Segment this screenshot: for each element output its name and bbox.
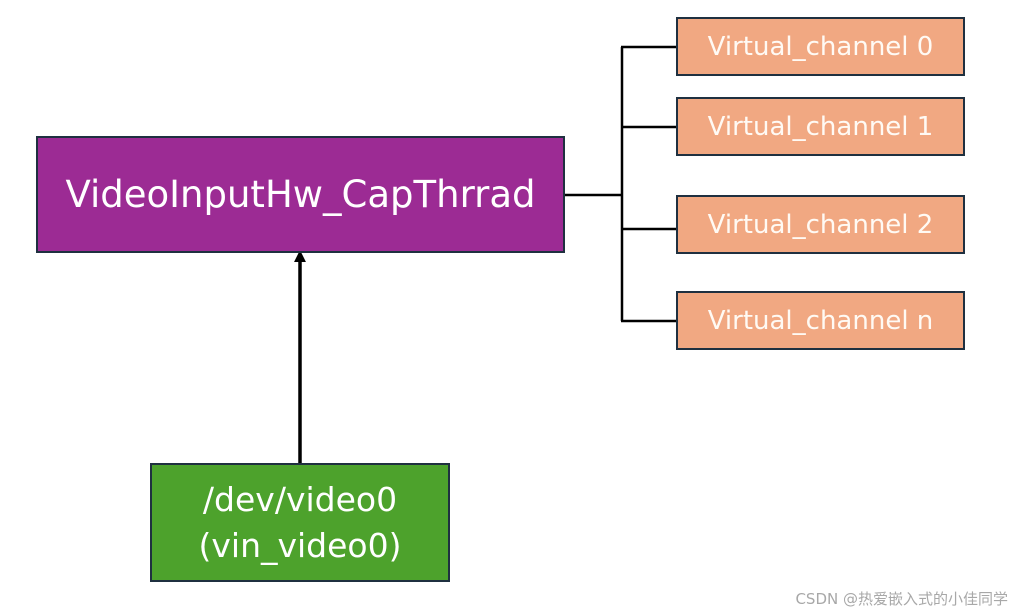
virtual-channel-1-box: Virtual_channel 1 (676, 97, 965, 156)
watermark: CSDN @热爱嵌入式的小佳同学 (795, 590, 1008, 608)
virtual-channel-0-label: Virtual_channel 0 (707, 31, 934, 62)
capture-thread-label: VideoInputHw_CapThrrad (65, 173, 536, 216)
virtual-channel-0-box: Virtual_channel 0 (676, 17, 965, 76)
virtual-channel-n-label: Virtual_channel n (707, 305, 934, 336)
capture-thread-box: VideoInputHw_CapThrrad (36, 136, 565, 253)
virtual-channel-2-label: Virtual_channel 2 (707, 209, 934, 240)
virtual-channel-1-label: Virtual_channel 1 (707, 111, 934, 142)
virtual-channel-2-box: Virtual_channel 2 (676, 195, 965, 254)
virtual-channel-n-box: Virtual_channel n (676, 291, 965, 350)
video-device-path: /dev/video0 (202, 479, 398, 519)
video-device-name: (vin_video0) (198, 525, 402, 565)
video-device-box: /dev/video0 (vin_video0) (150, 463, 450, 582)
